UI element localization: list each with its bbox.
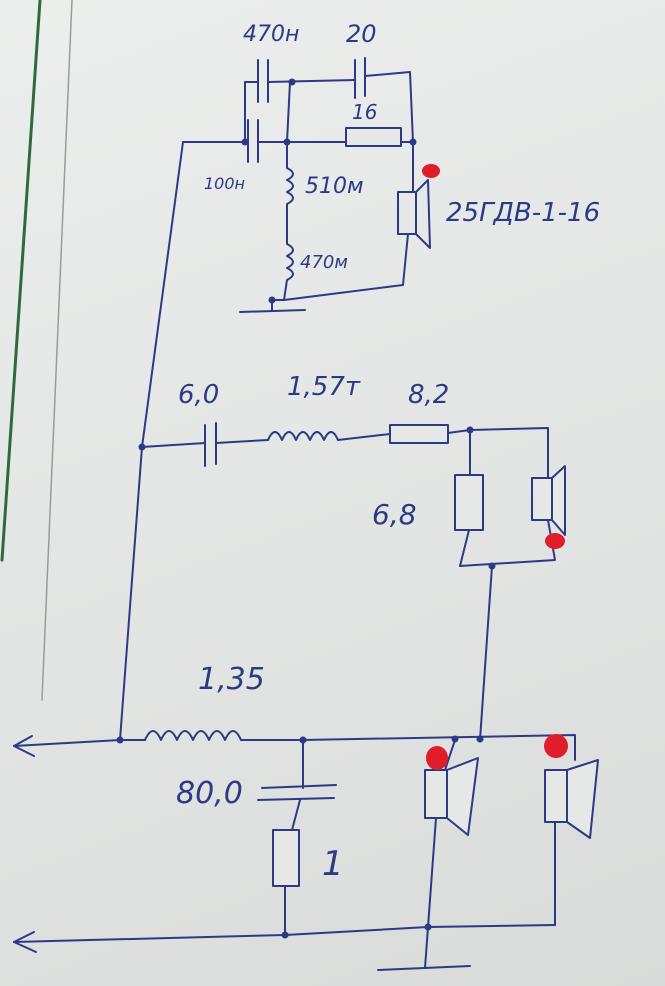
label-tweeter: 25ГДВ-1-16: [446, 198, 601, 228]
label-r-6-8: 6,8: [372, 498, 417, 531]
label-c-470n: 470н: [243, 22, 300, 47]
polarity-markers: [422, 164, 568, 770]
label-l-1-57m: 1,57т: [287, 372, 361, 402]
margin-line: [0, 0, 42, 562]
label-c-20: 20: [346, 20, 377, 48]
label-c-100n: 100н: [204, 174, 245, 193]
label-c-6-0: 6,0: [178, 380, 220, 410]
label-l-470m: 470м: [300, 252, 348, 273]
label-r-8-2: 8,2: [408, 380, 450, 410]
label-c-80-0: 80,0: [176, 776, 243, 811]
page-rule: [41, 0, 73, 701]
label-l-510m: 510м: [305, 174, 364, 199]
wires: [13, 57, 599, 971]
label-l-1-35: 1,35: [198, 662, 265, 697]
label-r-1: 1: [322, 844, 344, 884]
junction-dots: [116, 78, 496, 939]
label-r-16: 16: [352, 100, 378, 124]
